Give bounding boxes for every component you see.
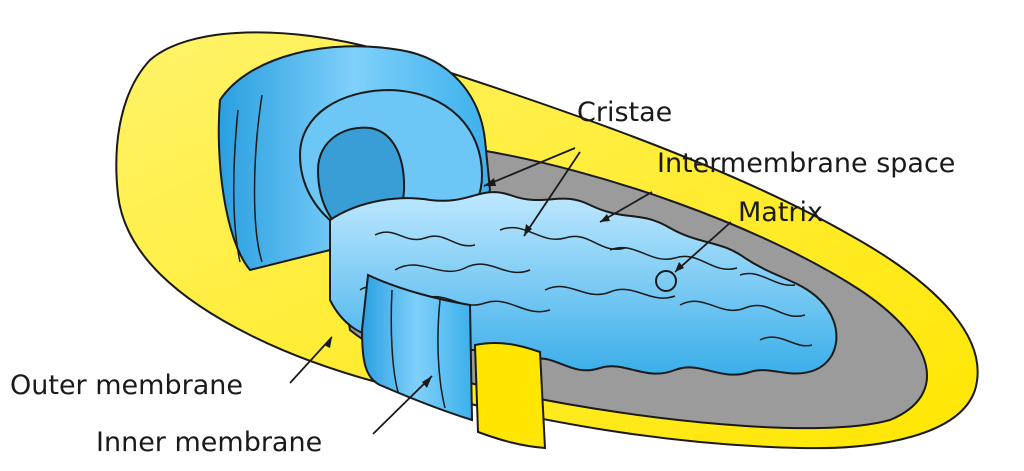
outer-membrane-cut: [473, 342, 547, 450]
label-outer-membrane: Outer membrane: [10, 370, 243, 401]
cristae-ridges: [359, 226, 813, 347]
leader-lines: [289, 147, 732, 435]
label-inner-membrane: Inner membrane: [96, 427, 322, 458]
matrix-marker: [655, 270, 677, 292]
label-matrix: Matrix: [738, 197, 823, 228]
label-intermembrane-space: Intermembrane space: [657, 148, 955, 179]
label-cristae: Cristae: [577, 97, 672, 128]
arrowheads: [324, 178, 684, 388]
inner-membrane-wall: [360, 273, 474, 422]
